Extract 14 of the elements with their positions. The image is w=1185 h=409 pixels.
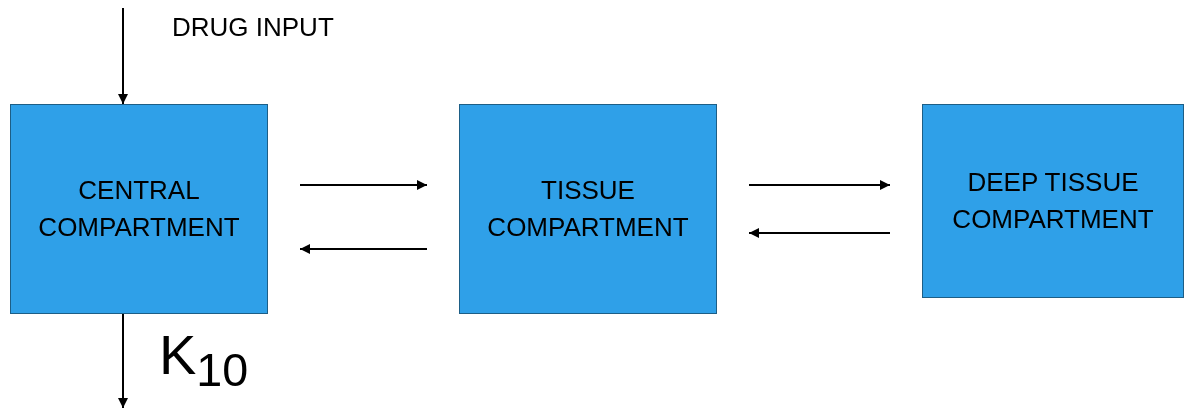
compartment-box bbox=[10, 104, 268, 314]
arrow bbox=[118, 7, 128, 105]
arrow bbox=[748, 180, 891, 190]
edge-label: K$_{10}$ bbox=[159, 322, 249, 399]
arrow bbox=[118, 313, 128, 409]
compartment-box bbox=[922, 104, 1184, 298]
arrow bbox=[748, 228, 891, 238]
compartment-label: DEEP TISSUE COMPARTMENT bbox=[951, 166, 1155, 236]
edge-label: DRUG INPUT bbox=[172, 12, 334, 43]
compartment-label: TISSUE COMPARTMENT bbox=[486, 174, 690, 244]
arrow bbox=[299, 180, 428, 190]
compartment-label: CENTRAL COMPARTMENT bbox=[37, 174, 241, 244]
compartment-box bbox=[459, 104, 717, 314]
arrow bbox=[299, 244, 428, 254]
